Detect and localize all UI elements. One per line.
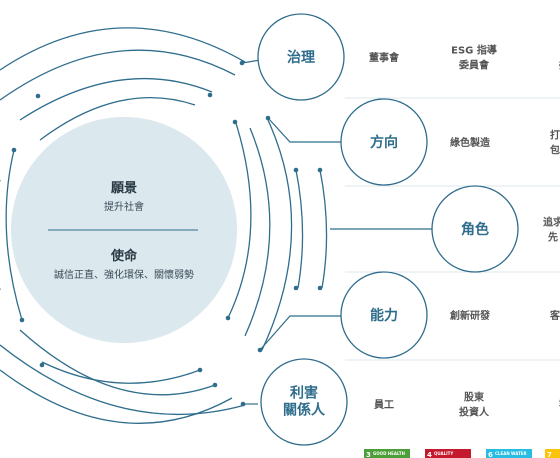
row-0-item-2: E委 bbox=[558, 46, 560, 72]
mission-text: 誠信正直、強化環保、關懷弱勢 bbox=[54, 268, 194, 281]
sdg-badge-4-label: QUALITY bbox=[434, 451, 453, 456]
row-0-item-0: 董事會 bbox=[369, 51, 400, 64]
ring-right-5 bbox=[319, 169, 328, 289]
row-1-item-0: 綠色製造 bbox=[450, 136, 491, 149]
row-4-item-0: 員工 bbox=[373, 399, 394, 411]
ring-right-1 bbox=[227, 119, 252, 319]
ring-right-2 bbox=[244, 127, 271, 337]
node-stakeholders: 利害關係人 bbox=[260, 358, 348, 446]
ring-top-1 bbox=[0, 27, 246, 71]
sdg-badge-7-number: 7 bbox=[547, 451, 552, 458]
ring-top-4 bbox=[39, 97, 196, 141]
vision-title: 願景 bbox=[111, 181, 137, 196]
sdg-badge-3-label: GOOD HEALTH bbox=[373, 451, 405, 456]
ring-top-3 bbox=[19, 78, 213, 121]
node-governance: 治理 bbox=[257, 13, 345, 101]
sdg-badge-4-tile bbox=[425, 449, 471, 458]
connectors bbox=[241, 59, 432, 405]
sdg-badge-3-number: 3 bbox=[366, 451, 371, 458]
vision-text: 提升社會 bbox=[104, 200, 144, 213]
ring-bottom-2 bbox=[0, 369, 233, 424]
row-2-item-0: 追求先 bbox=[543, 216, 560, 244]
ring-right-3 bbox=[261, 119, 293, 351]
sdg-badge-6-number: 6 bbox=[488, 451, 493, 458]
node-stakeholders-label: 利害關係人 bbox=[283, 385, 326, 419]
sdg-badge-3-tile bbox=[364, 449, 410, 458]
ring-bottom-1 bbox=[0, 344, 246, 415]
row-4-item-2: 客 bbox=[558, 398, 560, 411]
sdg-badge-6-label: CLEAN WATER bbox=[495, 451, 527, 456]
sdg-badge-7-tile bbox=[545, 449, 560, 458]
ring-bottom-4 bbox=[41, 361, 201, 384]
node-role: 角色 bbox=[431, 185, 519, 273]
outer-rings bbox=[0, 27, 328, 424]
sdg-badge-6-tile bbox=[486, 449, 532, 458]
node-capability-label: 能力 bbox=[370, 307, 398, 324]
ring-left-1 bbox=[5, 149, 23, 321]
node-direction: 方向 bbox=[340, 98, 428, 186]
row-4-item-1: 股東投資人 bbox=[459, 391, 490, 419]
ring-right-4 bbox=[295, 169, 304, 289]
row-0-item-1: ESG 指導委員會 bbox=[451, 44, 497, 72]
sdg-badge-4-number: 4 bbox=[427, 451, 432, 458]
mission-title: 使命 bbox=[110, 248, 138, 264]
row-3-item-1: 客戶 bbox=[549, 309, 560, 322]
node-role-label: 角色 bbox=[461, 221, 489, 238]
ring-top-2 bbox=[0, 49, 236, 101]
core-circle: 願景 提升社會 使命 誠信正直、強化環保、關懷弱勢 bbox=[11, 117, 237, 343]
row-1-item-1: 打造包容 bbox=[550, 129, 560, 157]
node-capability: 能力 bbox=[340, 271, 428, 359]
nodes: 治理 方向 角色 能力 利害關係人 bbox=[257, 13, 519, 446]
sdg-badge-7: 7 bbox=[545, 449, 560, 458]
row-3-item-0: 創新研發 bbox=[449, 309, 490, 322]
node-governance-label: 治理 bbox=[287, 49, 315, 66]
ring-bottom-3 bbox=[19, 329, 216, 396]
node-direction-label: 方向 bbox=[370, 134, 398, 151]
row-items: 董事會 ESG 指導委員會 E委綠色製造 打造包容追求先創新研發 客戶員工 股東投資人 客 bbox=[369, 44, 560, 419]
arc-dots bbox=[11, 60, 323, 407]
